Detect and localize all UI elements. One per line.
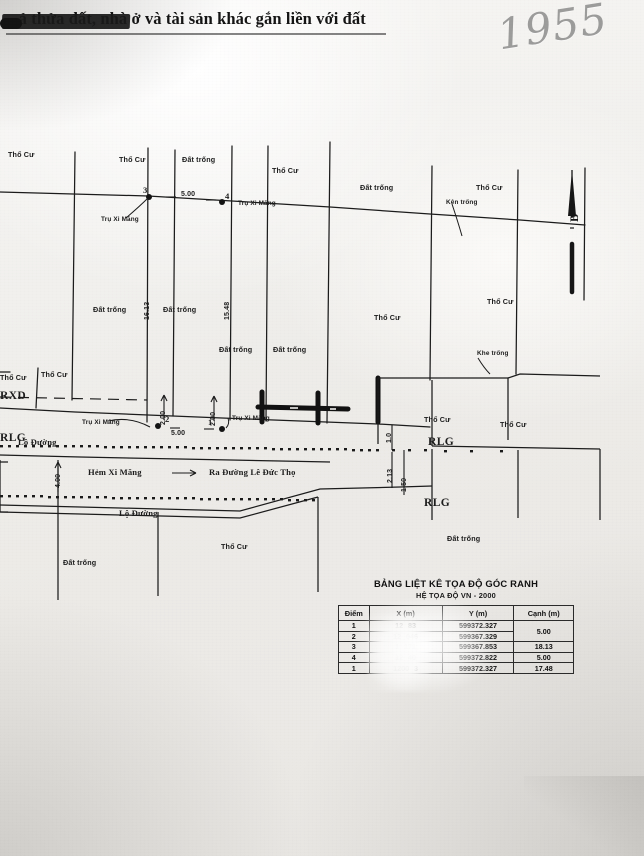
dimension-bottom: 5.00 [171,430,186,437]
land-label: Thổ Cư [41,370,68,379]
road-label-lo-duong: Lộ Đường [119,508,158,518]
survey-point-3: 3 [143,185,148,195]
boundary-code-rxd: RXD [0,390,27,402]
survey-point-1: 1 [208,417,213,427]
land-label: Đất trống [182,155,216,164]
land-label: Thổ Cư [0,373,27,382]
land-label: Đất trống [93,305,127,314]
land-label: Đất trống [163,305,197,314]
table-subtitle: HỆ TỌA ĐỘ VN - 2000 [416,591,496,600]
land-label: Đất trống [273,345,307,354]
boundary-code-rlg: RLG [428,436,455,448]
feature-label-pillar: Trụ Xi Măng [232,415,270,422]
shadow-bottom-left [0,596,300,856]
glare-highlight [355,598,495,693]
feature-label-vacant: Kên trống [446,199,478,206]
survey-point-2: 2 [165,414,170,424]
road-label-ra-duong: Ra Đường Lê Đức Thọ [209,467,296,477]
boundary-code-rlg: RLG [424,497,451,509]
north-arrow-graphic [568,170,576,295]
document-header: ...ả thửa đất, nhà ở và tài sản khác gắn… [0,0,644,59]
feature-label-pillar: Trụ Xi Măng [101,216,139,223]
land-label: Thổ Cư [119,155,146,164]
table-title: BẢNG LIỆT KÊ TỌA ĐỘ GÓC RANH [373,578,539,589]
land-label: Đất trống [360,183,394,192]
land-label: Thổ Cư [500,420,527,429]
survey-point-4: 4 [225,191,230,201]
dimension-top: 5.00 [181,191,196,198]
feature-label-gap: Khe trống [477,350,509,357]
land-label: Đất trống [63,558,97,567]
feature-label-pillar: Trụ Xi Măng [238,200,276,207]
land-label: Đất trống [447,534,481,543]
land-label: Thổ Cư [8,150,35,159]
boundary-code-rlg: RLG [0,432,27,444]
feature-label-pillar: Trụ Xi Măng [82,419,120,426]
road-label-hem-xi-mang: Hẻm Xi Măng [88,467,142,477]
cell-side: 5.00 [513,619,574,643]
land-label: Thổ Cư [374,313,401,322]
header-underline [6,33,386,35]
land-label: Thổ Cư [272,166,299,175]
redaction-bar-small [0,18,22,29]
cell-side: 17.48 [513,662,574,674]
land-label: Thổ Cư [476,183,503,192]
corner-shadow [524,776,644,856]
land-label: Đất trống [219,345,253,354]
land-label: Thổ Cư [487,297,514,306]
road-label-lo-duong: Lộ Đường [18,437,57,447]
land-label: Thổ Cư [221,542,248,551]
land-label: Thổ Cư [424,415,451,424]
